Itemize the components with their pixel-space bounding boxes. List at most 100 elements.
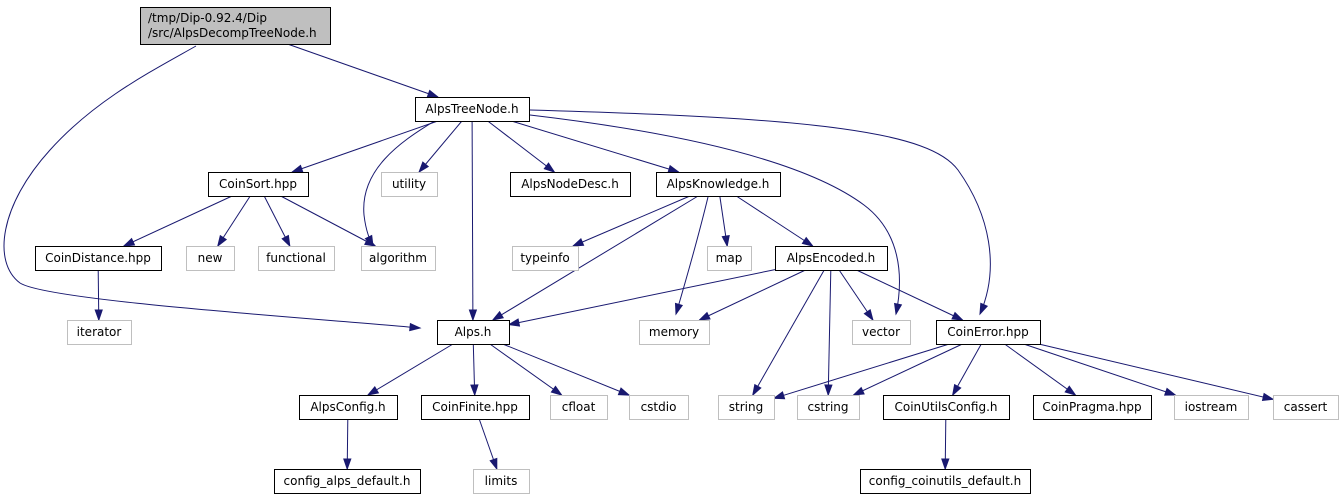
edge-alpstreenode-to-alpsnodedesc: [487, 120, 556, 173]
node-cassert-box: [1273, 395, 1339, 420]
node-alps[interactable]: Alps.h: [437, 320, 510, 345]
node-cassert-label: cassert: [1284, 400, 1328, 414]
edge-alpsencoded-to-vector: [838, 269, 874, 322]
node-coinfinite-label: CoinFinite.hpp: [432, 400, 518, 414]
edge-alpstreenode-to-alps: [468, 120, 478, 322]
node-alpsconfig-box: [299, 395, 398, 420]
edge-root-to-alpstreenode: [287, 43, 440, 98]
node-algorithm-label: algorithm: [369, 251, 427, 265]
node-root-label: /src/AlpsDecompTreeNode.h: [148, 26, 317, 40]
edge-alpsconfig-to-config_alps: [343, 418, 352, 471]
node-coinerror[interactable]: CoinError.hpp: [936, 320, 1041, 345]
node-coinpragma-label: CoinPragma.hpp: [1042, 400, 1141, 414]
node-alps-box: [437, 320, 510, 345]
edge-coinutilsconfig-to-config_coinutils: [941, 418, 950, 471]
node-vector: vector: [852, 320, 911, 345]
edge-alps-to-alpsconfig: [366, 343, 454, 396]
node-string-box: [718, 395, 775, 420]
edge-coinerror-to-iostream: [1023, 343, 1177, 396]
node-cstdio: cstdio: [629, 395, 689, 420]
node-vector-box: [852, 320, 911, 345]
edge-coinerror-to-string: [772, 343, 950, 400]
edge-alpstreenode-to-coinsort: [290, 120, 438, 173]
edge-root-to-alps: [3, 45, 422, 332]
edge-alpstreenode-to-alpsknowledge: [511, 120, 681, 173]
edge-alpsencoded-to-alps: [507, 269, 776, 327]
edge-alpstreenode-to-utility: [418, 120, 463, 174]
node-coinsort-box: [208, 172, 309, 197]
node-iterator-label: iterator: [77, 325, 122, 339]
node-alpsencoded[interactable]: AlpsEncoded.h: [775, 246, 888, 271]
node-limits-box: [473, 469, 530, 494]
node-iostream-label: iostream: [1185, 400, 1238, 414]
node-alpsencoded-box: [775, 246, 888, 271]
node-coinsort[interactable]: CoinSort.hpp: [208, 172, 309, 197]
node-functional-label: functional: [266, 251, 326, 265]
node-alpsencoded-label: AlpsEncoded.h: [787, 251, 876, 265]
node-coindistance-label: CoinDistance.hpp: [45, 251, 151, 265]
node-coinutilsconfig-box: [883, 395, 1010, 420]
edge-coinsort-to-functional: [263, 195, 291, 248]
node-alpsconfig-label: AlpsConfig.h: [310, 400, 385, 414]
node-string: string: [718, 395, 775, 420]
node-config_coinutils[interactable]: config_coinutils_default.h: [860, 469, 1031, 494]
node-iterator: iterator: [67, 320, 132, 345]
edge-alpsknowledge-to-typeinfo: [571, 195, 691, 247]
node-functional-box: [258, 246, 335, 271]
node-coinutilsconfig[interactable]: CoinUtilsConfig.h: [883, 395, 1010, 420]
node-cstring-box: [797, 395, 860, 420]
node-new: new: [186, 246, 235, 271]
node-iterator-box: [67, 320, 132, 345]
node-coinutilsconfig-label: CoinUtilsConfig.h: [895, 400, 998, 414]
edge-coinfinite-to-limits: [478, 418, 498, 471]
edge-coinsort-to-new: [216, 195, 251, 248]
node-algorithm-box: [361, 246, 436, 271]
node-limits-label: limits: [485, 474, 518, 488]
node-cfloat-label: cfloat: [562, 400, 596, 414]
node-coinfinite[interactable]: CoinFinite.hpp: [421, 395, 530, 420]
node-alps-label: Alps.h: [455, 325, 492, 339]
node-memory: memory: [639, 320, 710, 345]
node-memory-label: memory: [649, 325, 699, 339]
nodes-layer: /tmp/Dip-0.92.4/Dip/src/AlpsDecompTreeNo…: [35, 7, 1339, 494]
edge-coinsort-to-algorithm: [280, 195, 377, 247]
node-iostream: iostream: [1174, 395, 1249, 420]
edge-coindistance-to-iterator: [94, 269, 103, 322]
edge-alps-to-cstdio: [502, 343, 631, 396]
node-alpsnodedesc-box: [510, 172, 631, 197]
edge-alpsknowledge-to-memory: [674, 196, 709, 316]
node-string-label: string: [729, 400, 763, 414]
node-iostream-box: [1174, 395, 1249, 420]
node-memory-box: [639, 320, 710, 345]
node-map: map: [707, 246, 752, 271]
edge-alpsknowledge-to-alpsencoded: [736, 195, 814, 247]
node-config_alps[interactable]: config_alps_default.h: [274, 469, 421, 494]
edge-alps-to-cfloat: [489, 343, 563, 396]
edge-coinerror-to-cassert: [1038, 343, 1275, 401]
edge-coinerror-to-coinutilsconfig: [951, 343, 982, 397]
node-limits: limits: [473, 469, 530, 494]
node-alpsconfig[interactable]: AlpsConfig.h: [299, 395, 398, 420]
node-alpstreenode[interactable]: AlpsTreeNode.h: [415, 97, 530, 122]
node-map-label: map: [716, 251, 743, 265]
edge-alpstreenode-to-vector: [529, 114, 903, 316]
edge-alpsencoded-to-string: [752, 269, 825, 397]
edge-alps-to-coinfinite: [470, 343, 479, 397]
node-cstring-label: cstring: [807, 400, 848, 414]
node-alpsnodedesc[interactable]: AlpsNodeDesc.h: [510, 172, 631, 197]
node-coindistance[interactable]: CoinDistance.hpp: [35, 246, 162, 271]
edge-coinerror-to-coinpragma: [1004, 343, 1077, 396]
node-map-box: [707, 246, 752, 271]
node-cfloat-box: [550, 395, 608, 420]
node-new-label: new: [198, 251, 223, 265]
node-alpsknowledge-box: [656, 172, 781, 197]
node-cassert: cassert: [1273, 395, 1339, 420]
node-config_coinutils-box: [860, 469, 1031, 494]
node-coindistance-box: [35, 246, 162, 271]
edge-alpsknowledge-to-alps: [491, 195, 699, 321]
node-coinpragma[interactable]: CoinPragma.hpp: [1033, 395, 1152, 420]
node-root[interactable]: /tmp/Dip-0.92.4/Dip/src/AlpsDecompTreeNo…: [140, 7, 331, 45]
node-alpsknowledge[interactable]: AlpsKnowledge.h: [656, 172, 781, 197]
edge-alpsencoded-to-memory: [698, 269, 806, 321]
